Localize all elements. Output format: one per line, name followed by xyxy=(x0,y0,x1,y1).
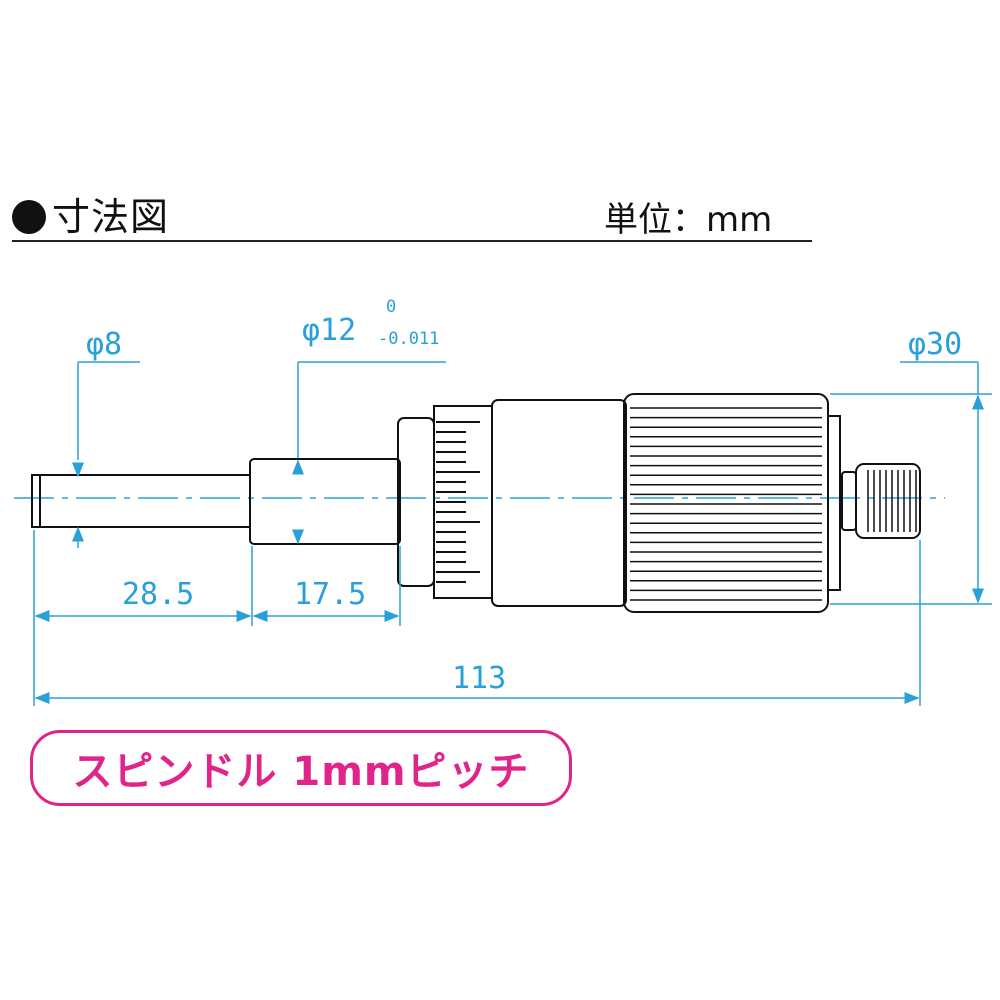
unit-label: 単位：mm xyxy=(604,200,773,240)
header: 寸法図 単位：mm xyxy=(0,0,1000,260)
spindle-tip xyxy=(31,474,41,528)
micrometer-head xyxy=(31,393,921,613)
ratchet-knurl xyxy=(867,470,917,532)
sleeve-small xyxy=(249,458,401,545)
phi30-label: φ30 xyxy=(908,327,962,362)
spindle-pitch-badge: スピンドル 1mmピッチ xyxy=(30,730,572,806)
graduation-ticks xyxy=(436,421,480,583)
page-title: 寸法図 xyxy=(12,186,169,241)
phi12-tol-lower: -0.011 xyxy=(378,329,439,349)
dim-113-label: 113 xyxy=(452,661,506,696)
phi12-label: φ12 xyxy=(302,313,356,348)
dim-17-5-label: 17.5 xyxy=(294,577,366,612)
header-rule xyxy=(12,240,812,242)
collar xyxy=(397,417,435,587)
phi12-tol-upper: 0 xyxy=(386,297,396,317)
ratchet xyxy=(855,463,921,539)
phi8-label: φ8 xyxy=(86,327,122,362)
ratchet-neck xyxy=(841,471,857,531)
dim-28-5-label: 28.5 xyxy=(122,577,194,612)
knurl-lines xyxy=(630,407,822,601)
bullet-icon xyxy=(12,200,46,234)
thimble-back xyxy=(827,415,841,591)
barrel xyxy=(491,399,627,607)
title-text: 寸法図 xyxy=(52,195,170,239)
spindle xyxy=(39,474,251,528)
